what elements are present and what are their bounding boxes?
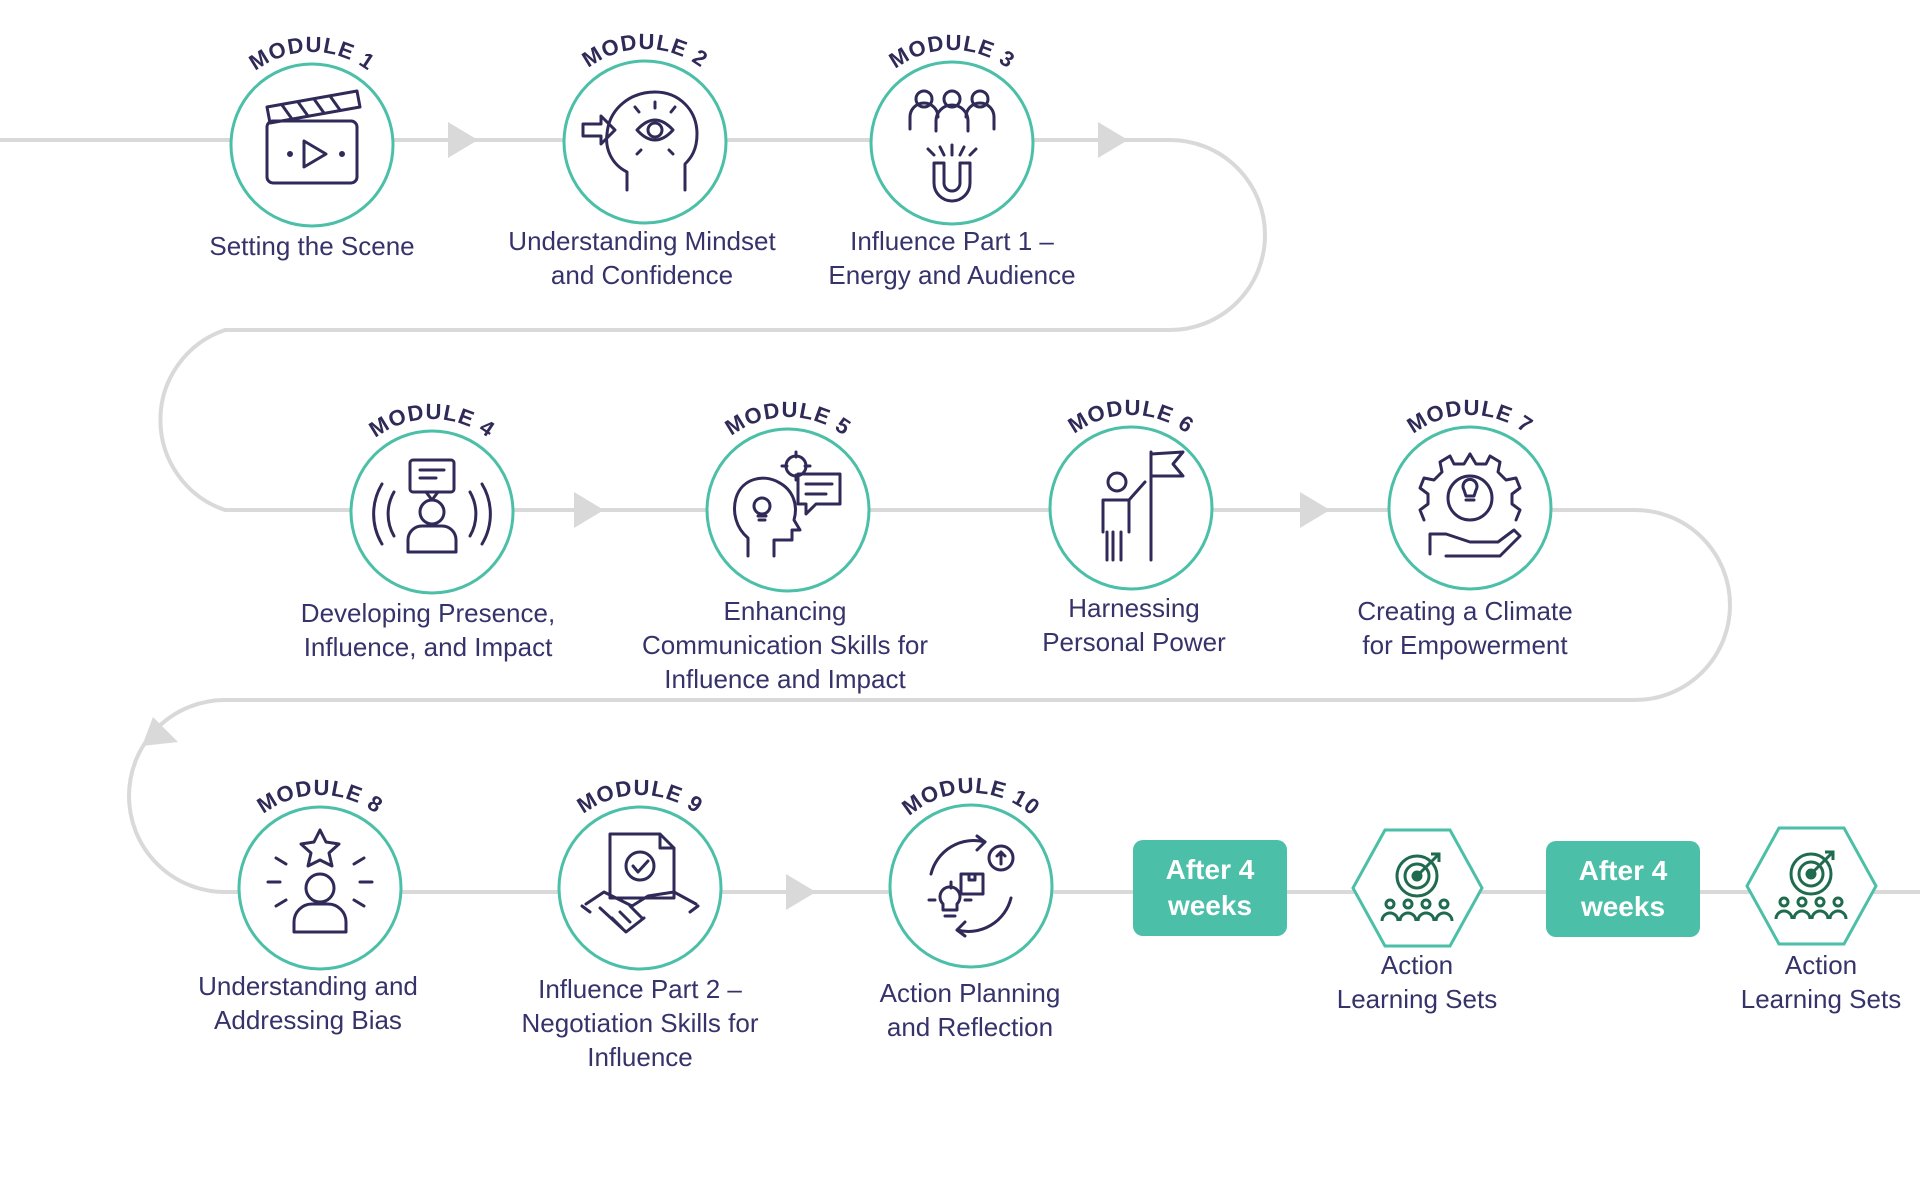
module-node: MODULE 6 — [1048, 395, 1214, 591]
module-node: MODULE 8 — [237, 775, 403, 971]
svg-text:weeks: weeks — [1580, 891, 1665, 922]
presence-broadcast-icon — [372, 458, 492, 554]
module-caption: Setting the Scene — [209, 231, 414, 261]
module-node: MODULE 1 — [229, 32, 395, 228]
journey-path — [0, 138, 1920, 894]
path-arrow — [448, 122, 478, 158]
action-cycle-icon — [927, 834, 1015, 938]
after-weeks-pill: After 4 weeks — [1546, 841, 1700, 937]
path-arrow — [786, 874, 816, 910]
module-circle — [557, 805, 723, 971]
module-caption: Developing Presence,Influence, and Impac… — [301, 598, 555, 662]
module-node: MODULE 2 — [562, 29, 728, 225]
module-node: MODULE 7 — [1387, 395, 1553, 591]
svg-text:After 4: After 4 — [1166, 854, 1255, 885]
module-node: MODULE 4 — [349, 399, 515, 595]
person-flag-icon — [1101, 450, 1185, 562]
svg-text:weeks: weeks — [1167, 890, 1252, 921]
svg-text:After 4: After 4 — [1579, 855, 1668, 886]
module-circle — [562, 59, 728, 225]
clapperboard-icon — [265, 89, 362, 185]
module-node: MODULE 10 — [888, 773, 1054, 969]
audience-magnet-icon — [908, 89, 996, 203]
path-arrow — [142, 717, 178, 746]
module-circle — [869, 60, 1035, 226]
module-circle — [349, 429, 515, 595]
handshake-document-icon — [580, 832, 700, 934]
target-team-icon — [1774, 850, 1848, 920]
module-node: MODULE 5 — [705, 397, 871, 593]
empowerment-gear-hand-icon — [1418, 452, 1522, 558]
module-circle — [705, 427, 871, 593]
after-weeks-pill: After 4 weeks — [1133, 840, 1287, 936]
path-arrow — [1300, 492, 1330, 528]
module-caption: Influence Part 2 –Negotiation Skills for… — [522, 974, 759, 1072]
mindset-head-eye-icon — [581, 90, 699, 192]
target-team-icon — [1380, 852, 1454, 922]
path-arrow — [1098, 122, 1128, 158]
module-node: MODULE 3 — [869, 30, 1035, 226]
module-circle — [237, 805, 403, 971]
path-arrow — [574, 492, 604, 528]
module-node: MODULE 9 — [557, 775, 723, 971]
action-learning-sets-node — [1351, 828, 1484, 948]
module-circle — [888, 803, 1054, 969]
module-caption: Influence Part 1 –Energy and Audience — [828, 226, 1075, 290]
action-learning-sets-node — [1745, 826, 1878, 946]
module-circle — [1387, 425, 1553, 591]
module-circle — [1048, 425, 1214, 591]
person-star-icon — [266, 828, 374, 934]
communication-head-icon — [733, 450, 842, 558]
